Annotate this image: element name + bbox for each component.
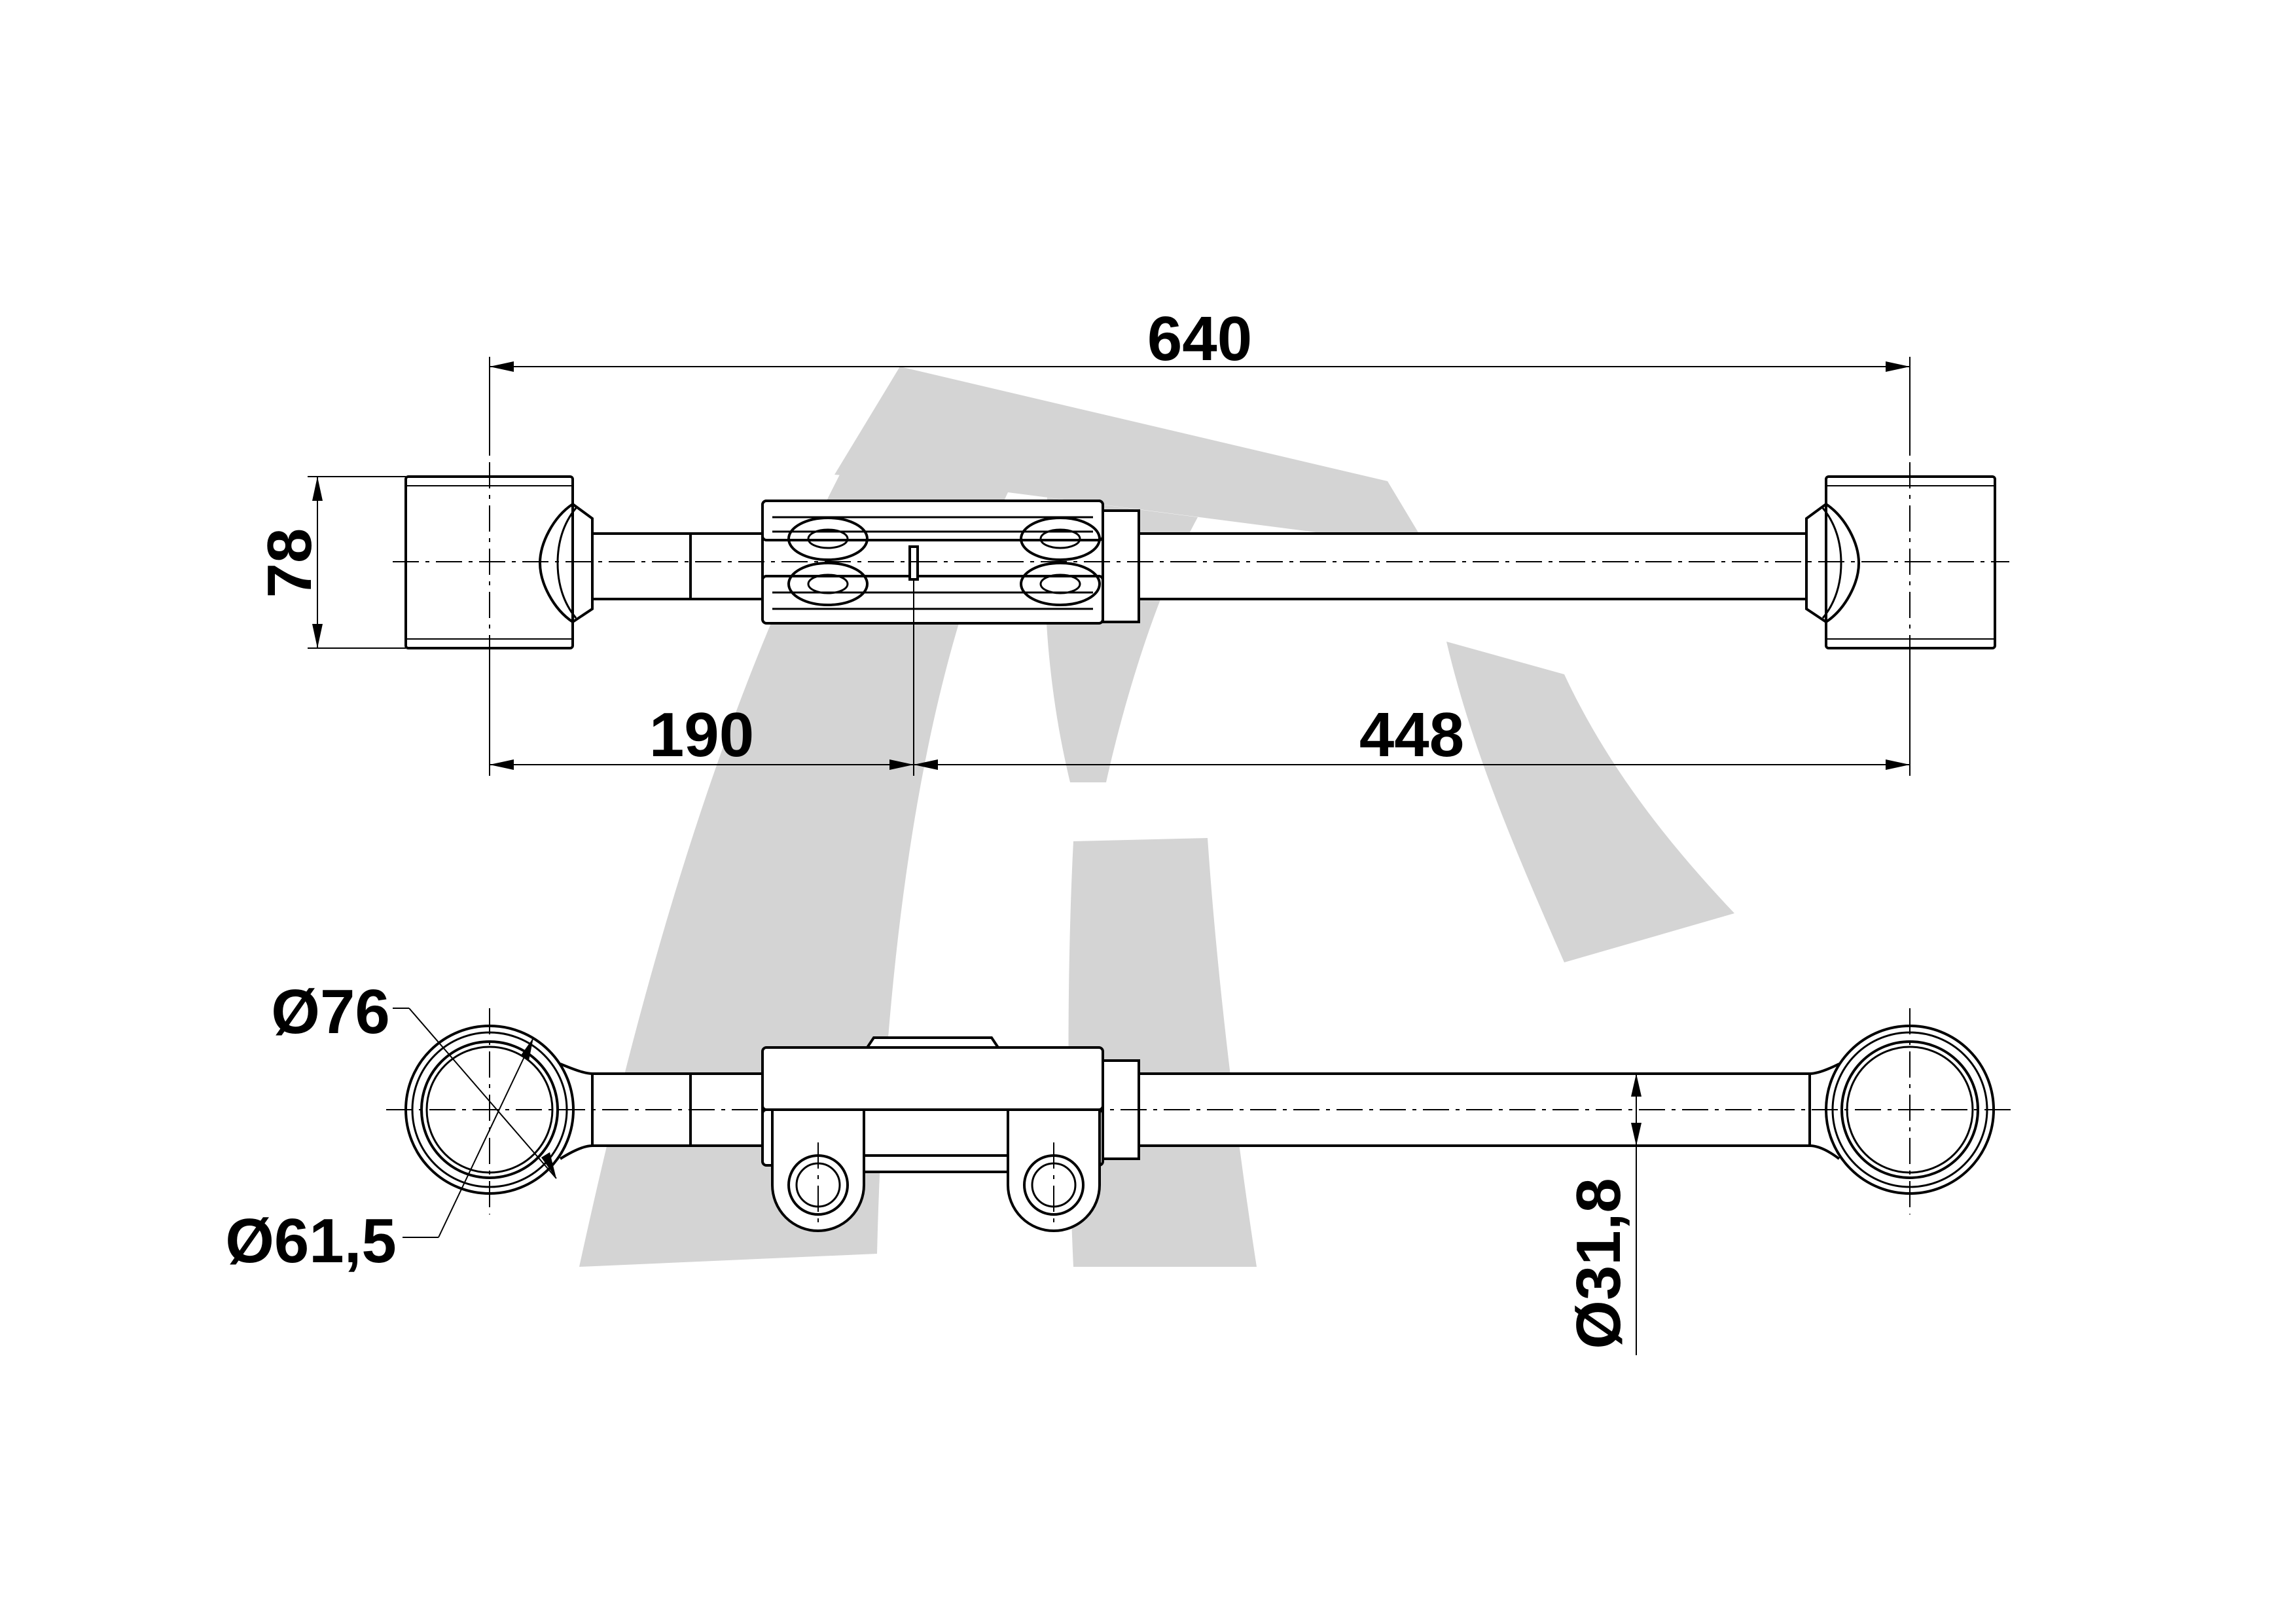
adjuster-top-view: [761, 500, 1140, 625]
dim-eye-width: 78: [255, 476, 406, 649]
left-tube: [591, 532, 764, 600]
adjuster-side-view: [761, 1036, 1140, 1232]
dim-offsets: 190 448: [489, 579, 1910, 776]
label-eye-width: 78: [255, 528, 325, 598]
left-neck: [538, 503, 574, 623]
label-right-offset: 448: [1359, 700, 1464, 770]
dim-overall-length: 640: [489, 304, 1910, 452]
side-view: [386, 1008, 2016, 1232]
label-overall-length: 640: [1147, 304, 1252, 374]
top-view: [393, 419, 2009, 661]
label-tube-diameter: Ø31,8: [1564, 1178, 1634, 1349]
dim-tube-diameter: Ø31,8: [1564, 1074, 1641, 1355]
dim-eye-diameters: Ø76 Ø61,5: [225, 977, 557, 1276]
label-eye-inner-diameter: Ø61,5: [225, 1206, 397, 1276]
right-tube: [1138, 532, 1808, 600]
right-neck: [1825, 503, 1861, 623]
label-eye-outer-diameter: Ø76: [271, 977, 389, 1047]
label-left-offset: 190: [649, 700, 754, 770]
